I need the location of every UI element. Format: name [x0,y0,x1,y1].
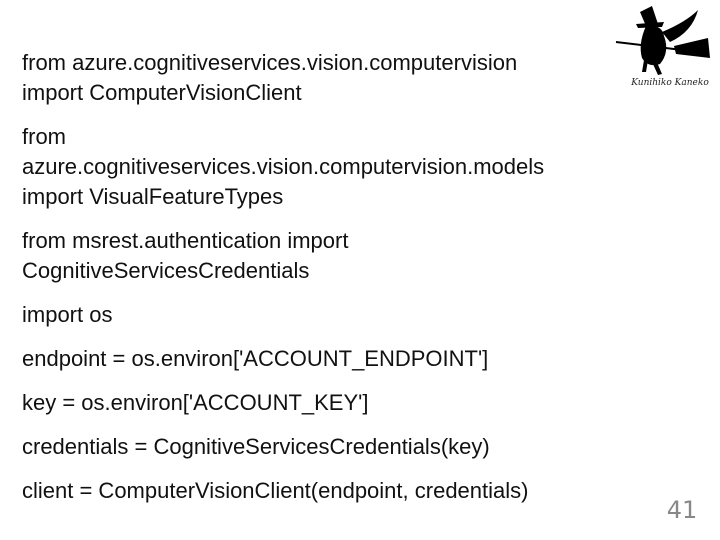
code-line: import os [22,302,113,327]
code-paragraph: endpoint = os.environ['ACCOUNT_ENDPOINT'… [22,344,642,374]
logo-signature: Kunihiko Kaneko [631,78,709,88]
code-line: import ComputerVisionClient [22,80,302,105]
code-text-body: from azure.cognitiveservices.vision.comp… [22,48,642,520]
code-paragraph: client = ComputerVisionClient(endpoint, … [22,476,642,506]
code-line: import VisualFeatureTypes [22,184,284,209]
code-paragraph: from azure.cognitiveservices.vision.comp… [22,48,642,108]
code-line: from msrest.authentication import [22,228,349,253]
witch-logo-icon [612,2,712,102]
code-paragraph: from msrest.authentication import Cognit… [22,226,642,286]
code-paragraph: import os [22,300,642,330]
code-line: client = ComputerVisionClient(endpoint, … [22,478,529,503]
page-number: 41 [666,496,698,524]
code-line: CognitiveServicesCredentials [22,258,310,283]
code-line: from [22,124,66,149]
code-line: azure.cognitiveservices.vision.computerv… [22,154,545,179]
code-line: from azure.cognitiveservices.vision.comp… [22,50,518,75]
code-paragraph: key = os.environ['ACCOUNT_KEY'] [22,388,642,418]
code-paragraph: from azure.cognitiveservices.vision.comp… [22,122,642,212]
code-line: key = os.environ['ACCOUNT_KEY'] [22,390,369,415]
code-line: endpoint = os.environ['ACCOUNT_ENDPOINT'… [22,346,489,371]
code-paragraph: credentials = CognitiveServicesCredentia… [22,432,642,462]
code-line: credentials = CognitiveServicesCredentia… [22,434,490,459]
